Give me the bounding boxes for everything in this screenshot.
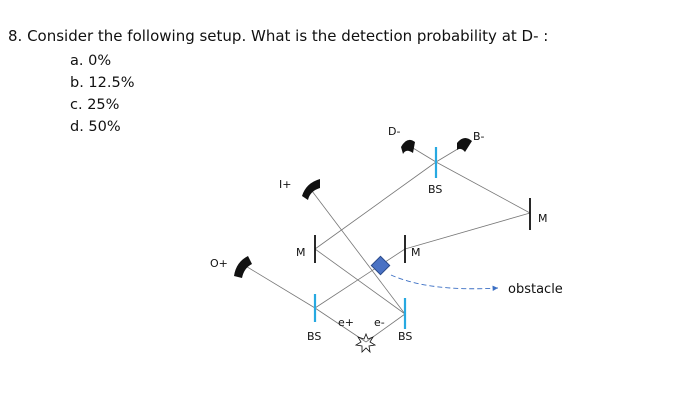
label-i-plus: I+ — [279, 178, 291, 191]
obstacle-block — [370, 255, 391, 276]
option-d[interactable]: d. 50% — [70, 119, 121, 135]
path-bstop-to-mirror-right — [435, 161, 531, 214]
path-oplus-to-bs — [243, 264, 316, 309]
option-b[interactable]: b. 12.5% — [70, 75, 135, 91]
detector-i-plus — [302, 179, 320, 200]
detector-d-minus — [401, 139, 415, 154]
detectors — [234, 137, 472, 278]
option-a[interactable]: a. 0% — [70, 53, 112, 69]
label-bs-top: BS — [428, 183, 442, 196]
label-mirror-right: M — [538, 212, 548, 225]
label-bs-bottom-right: BS — [398, 330, 412, 343]
path-mirror-center-to-bstop — [404, 212, 531, 250]
obstacle-arrow — [390, 274, 499, 292]
path-iplus-to-bs — [311, 190, 406, 315]
path-mirror-left-to-bstop — [314, 161, 437, 250]
path-bs-left-to-mirror — [314, 248, 406, 309]
path-bs-left-to-annihilation — [314, 307, 367, 343]
label-obstacle: obstacle — [508, 282, 563, 297]
option-c[interactable]: c. 25% — [70, 97, 120, 113]
label-e-minus: e- — [374, 316, 385, 329]
beam-paths — [243, 143, 531, 343]
label-d-minus: D- — [388, 125, 400, 138]
detector-b-minus — [457, 137, 472, 152]
label-mirror-center: M — [411, 246, 421, 259]
mirrors — [314, 198, 531, 263]
beam-splitters — [313, 147, 438, 329]
label-o-plus: O+ — [210, 257, 228, 270]
label-mirror-left: M — [296, 246, 306, 259]
label-e-plus: e+ — [338, 316, 354, 329]
annihilation-burst-icon — [354, 332, 377, 354]
answer-options: a. 0% b. 12.5% c. 25% d. 50% — [70, 50, 135, 138]
detector-o-plus — [234, 256, 252, 278]
label-b-minus: B- — [473, 130, 485, 143]
question-text: 8. Consider the following setup. What is… — [8, 27, 549, 45]
label-bs-bottom-left: BS — [307, 330, 321, 343]
path-bs-right-to-mirror — [314, 248, 406, 315]
